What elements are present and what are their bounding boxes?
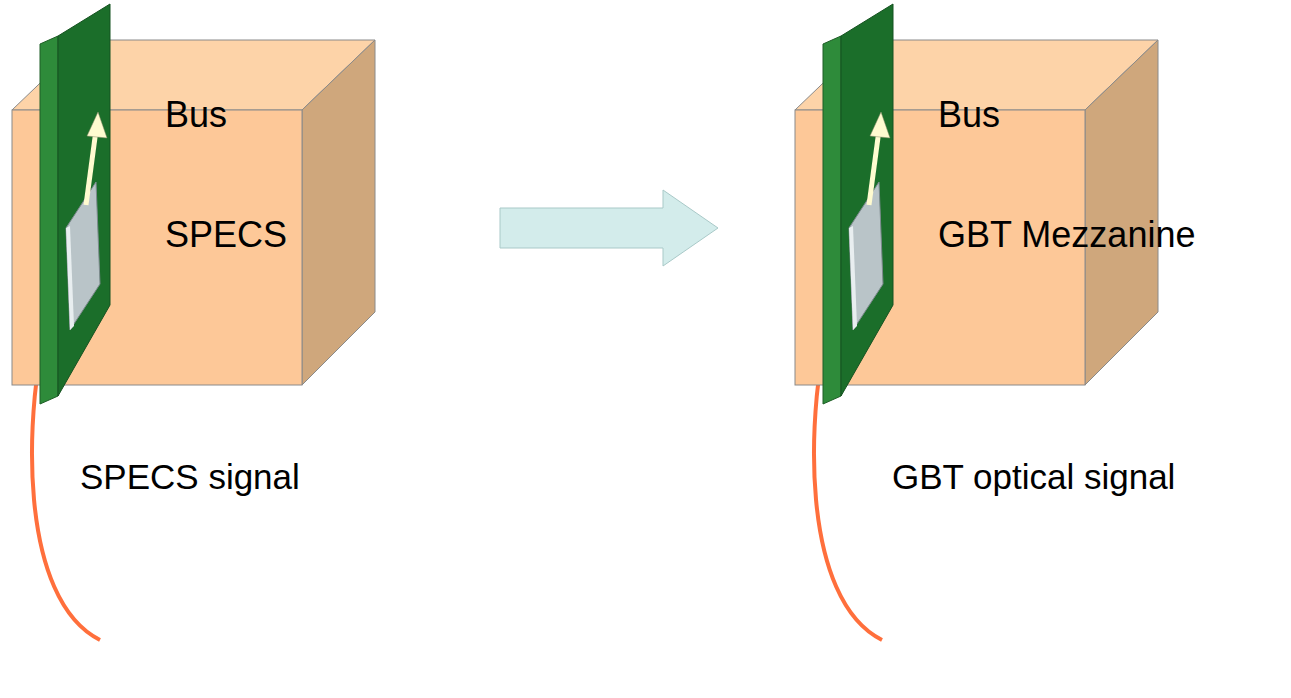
signal-label: SPECS signal	[80, 458, 300, 497]
crate-box: BusGBT Mezzanine	[793, 0, 1163, 405]
bus-label: Bus	[938, 95, 1000, 135]
transition-arrow	[500, 190, 718, 266]
crate-drawing	[793, 0, 1163, 405]
crate-box: BusSPECS	[10, 0, 380, 405]
board-label: GBT Mezzanine	[938, 215, 1195, 255]
signal-label: GBT optical signal	[892, 458, 1175, 497]
board-label: SPECS	[165, 215, 287, 255]
crate-drawing	[10, 0, 380, 405]
bus-label: Bus	[165, 95, 227, 135]
